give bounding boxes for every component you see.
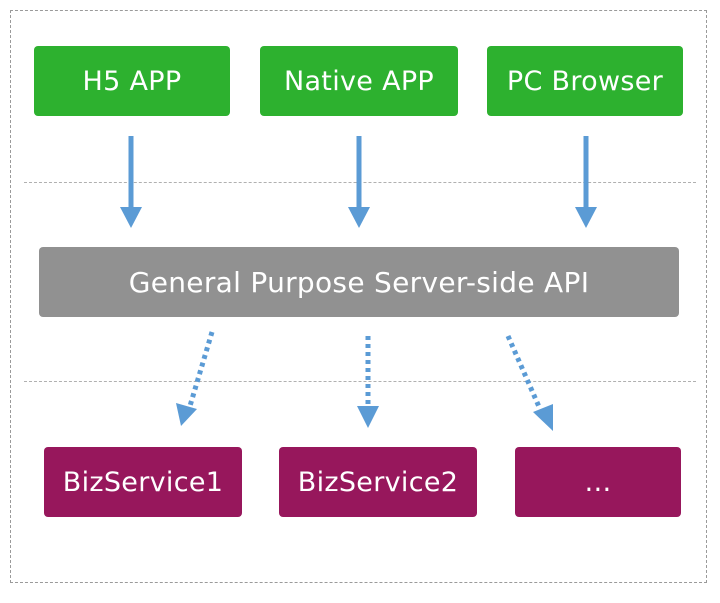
service-box-bizservice1: BizService1	[44, 447, 242, 517]
api-label: General Purpose Server-side API	[128, 265, 590, 299]
client-box-h5-app: H5 APP	[34, 46, 230, 116]
api-box: General Purpose Server-side API	[39, 247, 679, 317]
arrow-api-to-more	[505, 334, 553, 431]
client-box-native-app: Native APP	[260, 46, 458, 116]
client-label-native-app: Native APP	[283, 65, 435, 97]
arrow-h5-to-api	[120, 136, 142, 228]
service-label-bizservice2: BizService2	[297, 466, 459, 498]
service-box-bizservice2: BizService2	[279, 447, 477, 517]
arrow-browser-to-api	[575, 136, 597, 228]
client-label-pc-browser: PC Browser	[506, 65, 664, 97]
arrow-native-to-api	[348, 136, 370, 228]
arrow-api-to-bizservice2	[357, 336, 379, 428]
diagram-frame	[10, 10, 707, 583]
service-label-more: …	[584, 466, 612, 498]
client-box-pc-browser: PC Browser	[487, 46, 683, 116]
service-label-bizservice1: BizService1	[62, 466, 224, 498]
layer-divider-bottom	[24, 381, 696, 382]
service-box-more: …	[515, 447, 681, 517]
client-label-h5-app: H5 APP	[82, 65, 182, 97]
arrow-api-to-bizservice1	[176, 331, 215, 426]
